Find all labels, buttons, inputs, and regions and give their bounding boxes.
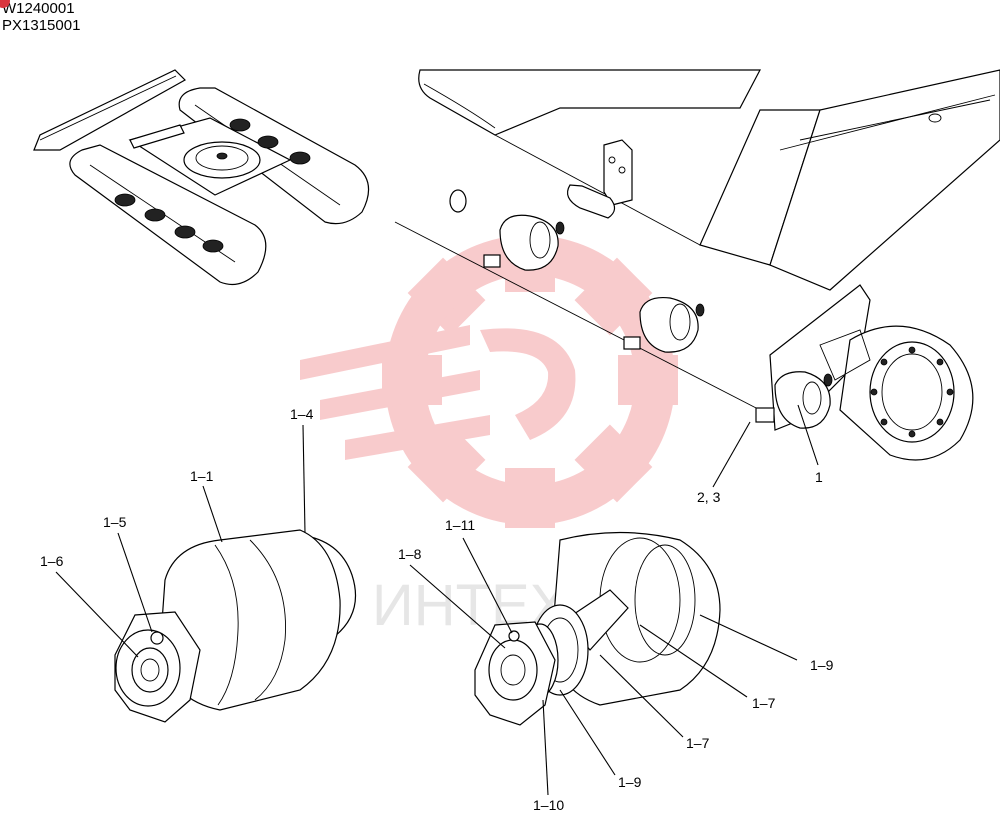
callout-1: 1 xyxy=(815,469,823,485)
undercarriage-overview xyxy=(33,69,370,285)
callout-1-11: 1–11 xyxy=(445,517,475,533)
callout-1-7-lower: 1–7 xyxy=(686,735,710,751)
track-roller-small-3 xyxy=(755,371,833,429)
drawing-code-secondary: PX1315001 xyxy=(2,17,81,34)
track-roller-assembly xyxy=(114,529,357,723)
callout-1-6: 1–6 xyxy=(40,553,64,569)
callout-1-9-lower: 1–9 xyxy=(618,774,642,790)
track-roller-exploded-view xyxy=(474,531,721,726)
callout-1-8: 1–8 xyxy=(398,546,422,562)
callout-2-3: 2, 3 xyxy=(697,489,721,505)
track-roller-small-1 xyxy=(483,214,565,271)
red-marker-icon xyxy=(0,0,10,8)
track-roller-small-2 xyxy=(623,296,705,353)
watermark-gear-logo xyxy=(300,232,678,528)
drawing-code-primary: W1240001 xyxy=(2,0,75,17)
drawing-codes: W1240001 PX1315001 xyxy=(0,0,81,34)
callout-1-5: 1–5 xyxy=(103,514,127,530)
callout-1-9-upper: 1–9 xyxy=(810,657,834,673)
callout-1-4: 1–4 xyxy=(290,406,314,422)
callout-1-10: 1–10 xyxy=(533,797,564,813)
callout-1-1: 1–1 xyxy=(190,468,214,484)
callout-1-7-upper: 1–7 xyxy=(752,695,776,711)
